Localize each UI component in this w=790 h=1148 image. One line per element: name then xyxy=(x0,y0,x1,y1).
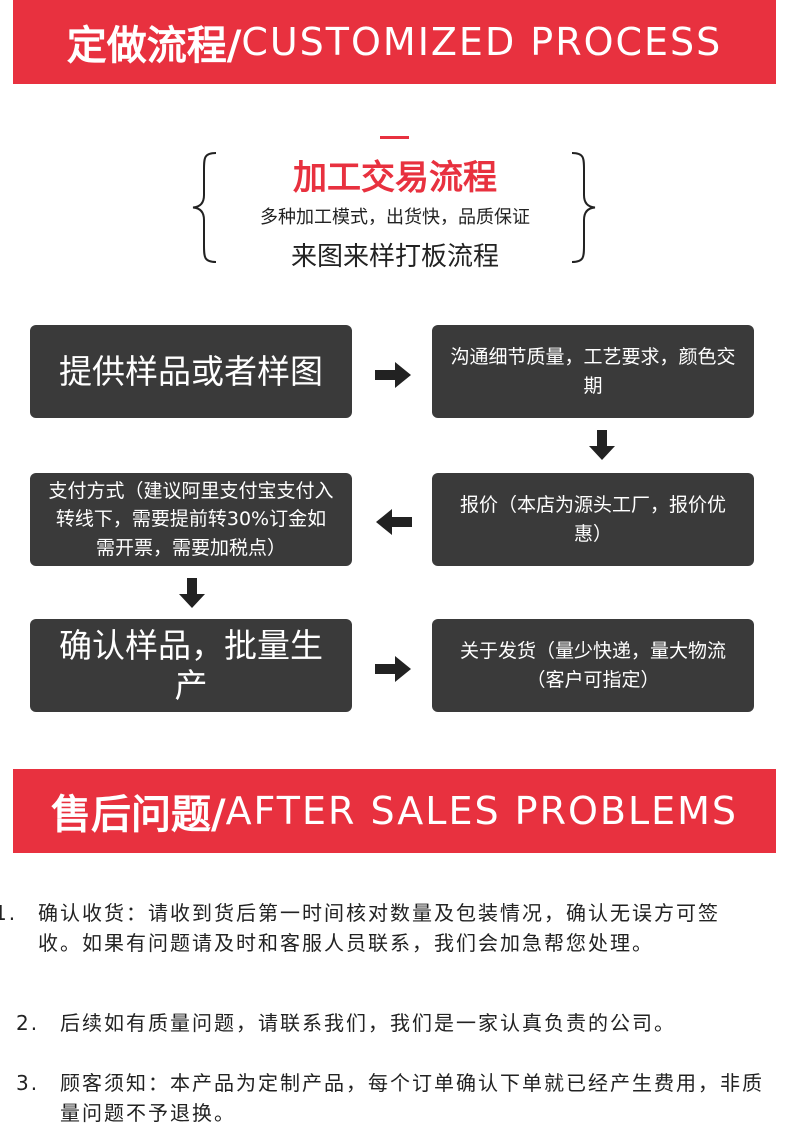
right-brace-icon xyxy=(571,152,596,263)
arrow-right-icon xyxy=(375,362,411,388)
title-accent-dash xyxy=(380,136,409,139)
after-sales-item: 2. 后续如有质量问题，请联系我们，我们是一家认真负责的公司。 xyxy=(16,1008,780,1038)
flow-step-payment: 支付方式（建议阿里支付宝支付入转线下，需要提前转30%订金如需开票，需要加税点） xyxy=(30,473,352,566)
item-text: 后续如有质量问题，请联系我们，我们是一家认真负责的公司。 xyxy=(60,1011,676,1035)
process-banner-en: CUSTOMIZED PROCESS xyxy=(241,20,723,64)
item-number: 1. xyxy=(0,901,18,925)
item-text: 顾客须知：本产品为定制产品，每个订单确认下单就已经产生费用，非质量问题不予退换。 xyxy=(60,1071,764,1125)
arrow-left-icon xyxy=(376,509,412,535)
item-number: 2. xyxy=(16,1011,40,1035)
intro-line-2: 来图来样打板流程 xyxy=(290,242,499,272)
after-sales-banner-zh: 售后问题/ xyxy=(50,792,226,838)
process-banner-zh: 定做流程/ xyxy=(66,23,242,69)
after-sales-item: 1. 确认收货：请收到货后第一时间核对数量及包装情况，确认无误方可签收。如果有问题… xyxy=(0,898,758,958)
intro-title: 加工交易流程 xyxy=(293,158,497,198)
arrow-down-icon xyxy=(589,430,615,460)
after-sales-banner: 售后问题/AFTER SALES PROBLEMS xyxy=(13,769,776,853)
arrow-right-icon xyxy=(375,656,411,682)
after-sales-item: 3. 顾客须知：本产品为定制产品，每个订单确认下单就已经产生费用，非质量问题不予退… xyxy=(16,1068,780,1128)
left-brace-icon xyxy=(192,152,217,263)
flow-step-shipping: 关于发货（量少快递，量大物流（客户可指定） xyxy=(432,619,754,712)
flow-step-communicate: 沟通细节质量，工艺要求，颜色交期 xyxy=(432,325,754,418)
process-banner: 定做流程/CUSTOMIZED PROCESS xyxy=(13,0,776,84)
arrow-down-icon xyxy=(179,578,205,608)
flow-step-confirm-produce: 确认样品，批量生产 xyxy=(30,619,352,712)
item-text: 确认收货：请收到货后第一时间核对数量及包装情况，确认无误方可签收。如果有问题请及… xyxy=(38,901,720,955)
item-number: 3. xyxy=(16,1071,40,1095)
flow-step-provide-sample: 提供样品或者样图 xyxy=(30,325,352,418)
after-sales-banner-en: AFTER SALES PROBLEMS xyxy=(225,789,739,833)
intro-line-1: 多种加工模式，出货快，品质保证 xyxy=(260,207,530,228)
flow-step-quote: 报价（本店为源头工厂，报价优惠） xyxy=(432,473,754,566)
